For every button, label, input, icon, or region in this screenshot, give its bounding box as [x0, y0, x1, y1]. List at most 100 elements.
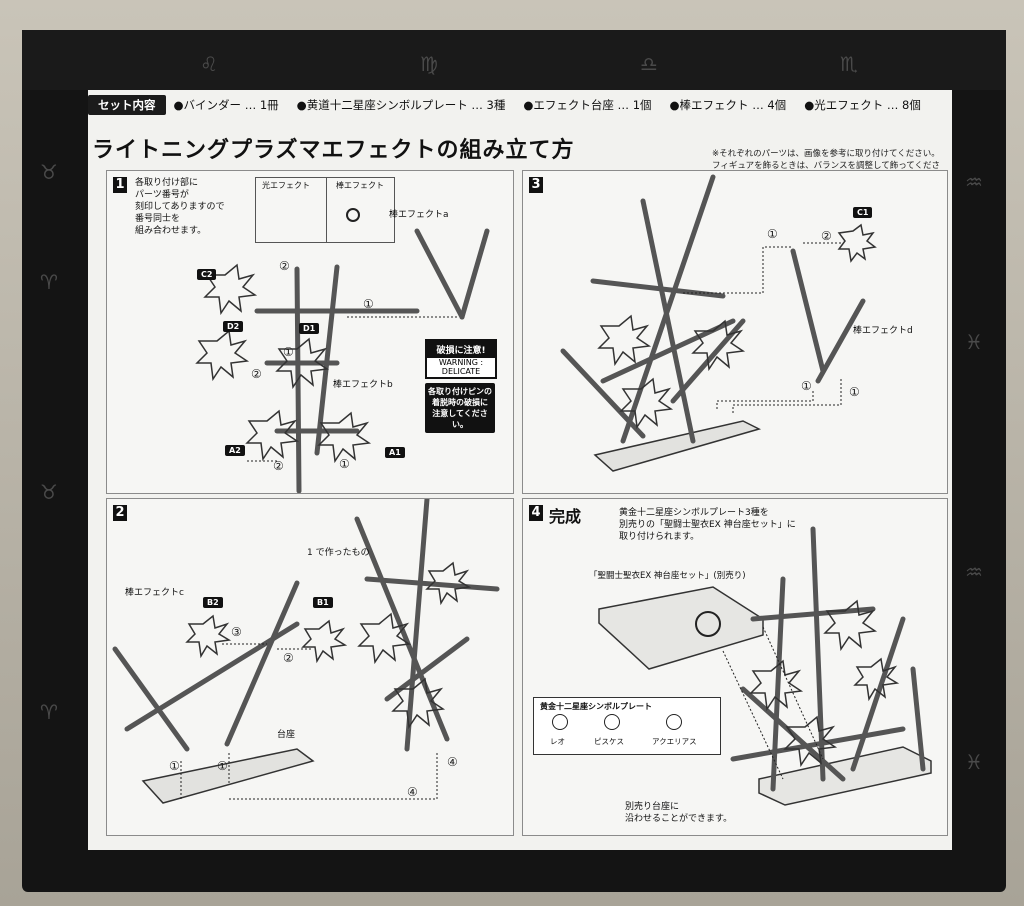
step-3-panel: 3 C1 棒エフェクトd ① ② ① ①	[522, 170, 948, 494]
rod-d-label: 棒エフェクトd	[853, 326, 913, 336]
caution-line: 各取り付けピンの	[428, 387, 492, 396]
part-tag: D2	[223, 321, 244, 332]
symbol-plate-mount-icon	[695, 611, 721, 637]
step-1-illustration	[195, 228, 490, 493]
zodiac-symbol-icon: ♓	[965, 330, 983, 354]
legend-divider	[326, 178, 327, 242]
aquarius-symbol-icon	[666, 714, 682, 730]
rod-c-label: 棒エフェクトc	[125, 588, 184, 598]
symbol-plate-box: 黄金十二星座シンボルプレート レオ ピスケス アクエリアス	[533, 697, 721, 755]
warning-box: 破損に注意! WARNING : DELICATE	[425, 339, 497, 379]
step-marker: ①	[283, 345, 294, 359]
step-marker: ①	[339, 457, 350, 471]
part-tag: B2	[203, 597, 223, 608]
page-title: ライトニングプラズマエフェクトの組み立て方	[92, 138, 575, 163]
set-contents-label: セット内容	[88, 95, 166, 115]
step-marker: ②	[251, 367, 262, 381]
part-tag: C2	[197, 269, 217, 280]
zodiac-symbol-icon: ♒	[965, 560, 983, 584]
step-marker: ①	[801, 379, 812, 393]
step-2-panel: 2 1 で作ったもの 棒エフェクトc B2 B1 台座	[106, 498, 514, 836]
step-marker: ①	[217, 759, 228, 773]
step-marker: ②	[821, 229, 832, 243]
caution-line: 注意してください。	[432, 409, 488, 429]
zodiac-symbol-icon: ♉	[40, 480, 58, 504]
zodiac-symbol-icon: ♓	[965, 750, 983, 774]
zodiac-symbol-icon: ♌	[200, 52, 218, 76]
footer-line: 別売り台座に	[625, 802, 680, 812]
zodiac-symbol-icon: ♎	[640, 52, 658, 76]
legend-rod-label: 棒エフェクト	[336, 181, 384, 190]
desc-line: 取り付けられます。	[619, 532, 700, 542]
set-item: ●エフェクト台座 … 1個	[523, 98, 652, 112]
set-item: ●棒エフェクト … 4個	[669, 98, 787, 112]
step-marker: ②	[273, 459, 284, 473]
part-tag: B1	[313, 597, 333, 608]
caution-line: 着脱時の破損に	[432, 398, 488, 407]
set-item: ●バインダー … 1冊	[173, 98, 279, 112]
sold-separately-label: 「聖闘士聖衣EX 神台座セット」(別売り)	[589, 571, 746, 581]
zodiac-symbol-icon: ♍	[420, 52, 438, 76]
part-legend: 光エフェクト 棒エフェクト	[255, 177, 395, 243]
footer-line: 沿わせることができます。	[625, 814, 733, 824]
warning-title: 破損に注意!	[427, 341, 495, 358]
step-4-description: 黄金十二星座シンボルプレート3種を 別売りの「聖闘士聖衣EX 神台座セット」に …	[619, 507, 796, 543]
step-marker: ①	[363, 297, 374, 311]
instruction-line: 番号同士を	[135, 214, 181, 224]
set-item: ●光エフェクト … 8個	[804, 98, 921, 112]
legend-light-label: 光エフェクト	[262, 181, 310, 190]
step-number: 2	[113, 505, 127, 521]
step-number: 4	[529, 505, 543, 521]
note-line: ※それぞれのパーツは、画像を参考に取り付けてください。	[712, 149, 940, 159]
desc-line: 黄金十二星座シンボルプレート3種を	[619, 508, 769, 518]
step-4-footer: 別売り台座に 沿わせることができます。	[625, 801, 732, 825]
step-4-panel: 4 完成 黄金十二星座シンボルプレート3種を 別売りの「聖闘士聖衣EX 神台座セ…	[522, 498, 948, 836]
set-item: ●黄道十二星座シンボルプレート … 3種	[296, 98, 506, 112]
rod-b-label: 棒エフェクトb	[333, 380, 393, 390]
plate-name: レオ	[550, 737, 565, 746]
plate-name: アクエリアス	[652, 737, 697, 746]
step-2-illustration	[112, 499, 500, 804]
rod-pin-icon	[346, 208, 360, 222]
zodiac-top-band	[22, 30, 1006, 90]
instruction-line: 組み合わせます。	[135, 226, 207, 236]
step-number: 3	[529, 177, 543, 193]
pisces-symbol-icon	[604, 714, 620, 730]
part-tag: A1	[385, 447, 405, 458]
part-tag: A2	[225, 445, 245, 456]
set-contents-bar: セット内容 ●バインダー … 1冊 ●黄道十二星座シンボルプレート … 3種 ●…	[88, 94, 952, 116]
desc-line: 別売りの「聖闘士聖衣EX 神台座セット」に	[619, 520, 796, 530]
instruction-line: 刻印してありますので	[135, 202, 225, 212]
step-marker: ①	[169, 759, 180, 773]
step-marker: ①	[767, 227, 778, 241]
step-3-illustration	[560, 174, 877, 472]
part-tag: C1	[853, 207, 873, 218]
step-marker: ③	[231, 625, 242, 639]
step-4-illustration	[598, 526, 932, 806]
step-4-heading: 完成	[549, 507, 582, 526]
step-1-panel: 1 各取り付け部に パーツ番号が 刻印してありますので 番号同士を 組み合わせま…	[106, 170, 514, 494]
step-marker: ④	[447, 755, 458, 769]
zodiac-symbol-icon: ♉	[40, 160, 58, 184]
plate-name: ピスケス	[594, 737, 624, 746]
step-marker: ①	[849, 385, 860, 399]
instruction-line: 各取り付け部に	[135, 178, 199, 188]
zodiac-symbol-icon: ♈	[40, 270, 58, 294]
base-label: 台座	[277, 730, 296, 740]
zodiac-symbol-icon: ♏	[840, 52, 858, 76]
symbol-plate-title: 黄金十二星座シンボルプレート	[540, 702, 652, 711]
caution-box: 各取り付けピンの 着脱時の破損に 注意してください。	[425, 383, 495, 433]
zodiac-symbol-icon: ♒	[965, 170, 983, 194]
instruction-line: パーツ番号が	[135, 190, 189, 200]
zodiac-symbol-icon: ♈	[40, 700, 58, 724]
step-1-instruction: 各取り付け部に パーツ番号が 刻印してありますので 番号同士を 組み合わせます。	[135, 177, 224, 237]
step-number: 1	[113, 177, 127, 193]
warning-line: DELICATE	[441, 367, 481, 376]
step-marker: ④	[407, 785, 418, 799]
leo-symbol-icon	[552, 714, 568, 730]
part-tag: D1	[299, 323, 320, 334]
step-marker: ②	[279, 259, 290, 273]
made-in-step-1-label: 1 で作ったもの	[307, 548, 370, 558]
warning-line: WARNING :	[438, 358, 484, 367]
step-marker: ②	[283, 651, 294, 665]
